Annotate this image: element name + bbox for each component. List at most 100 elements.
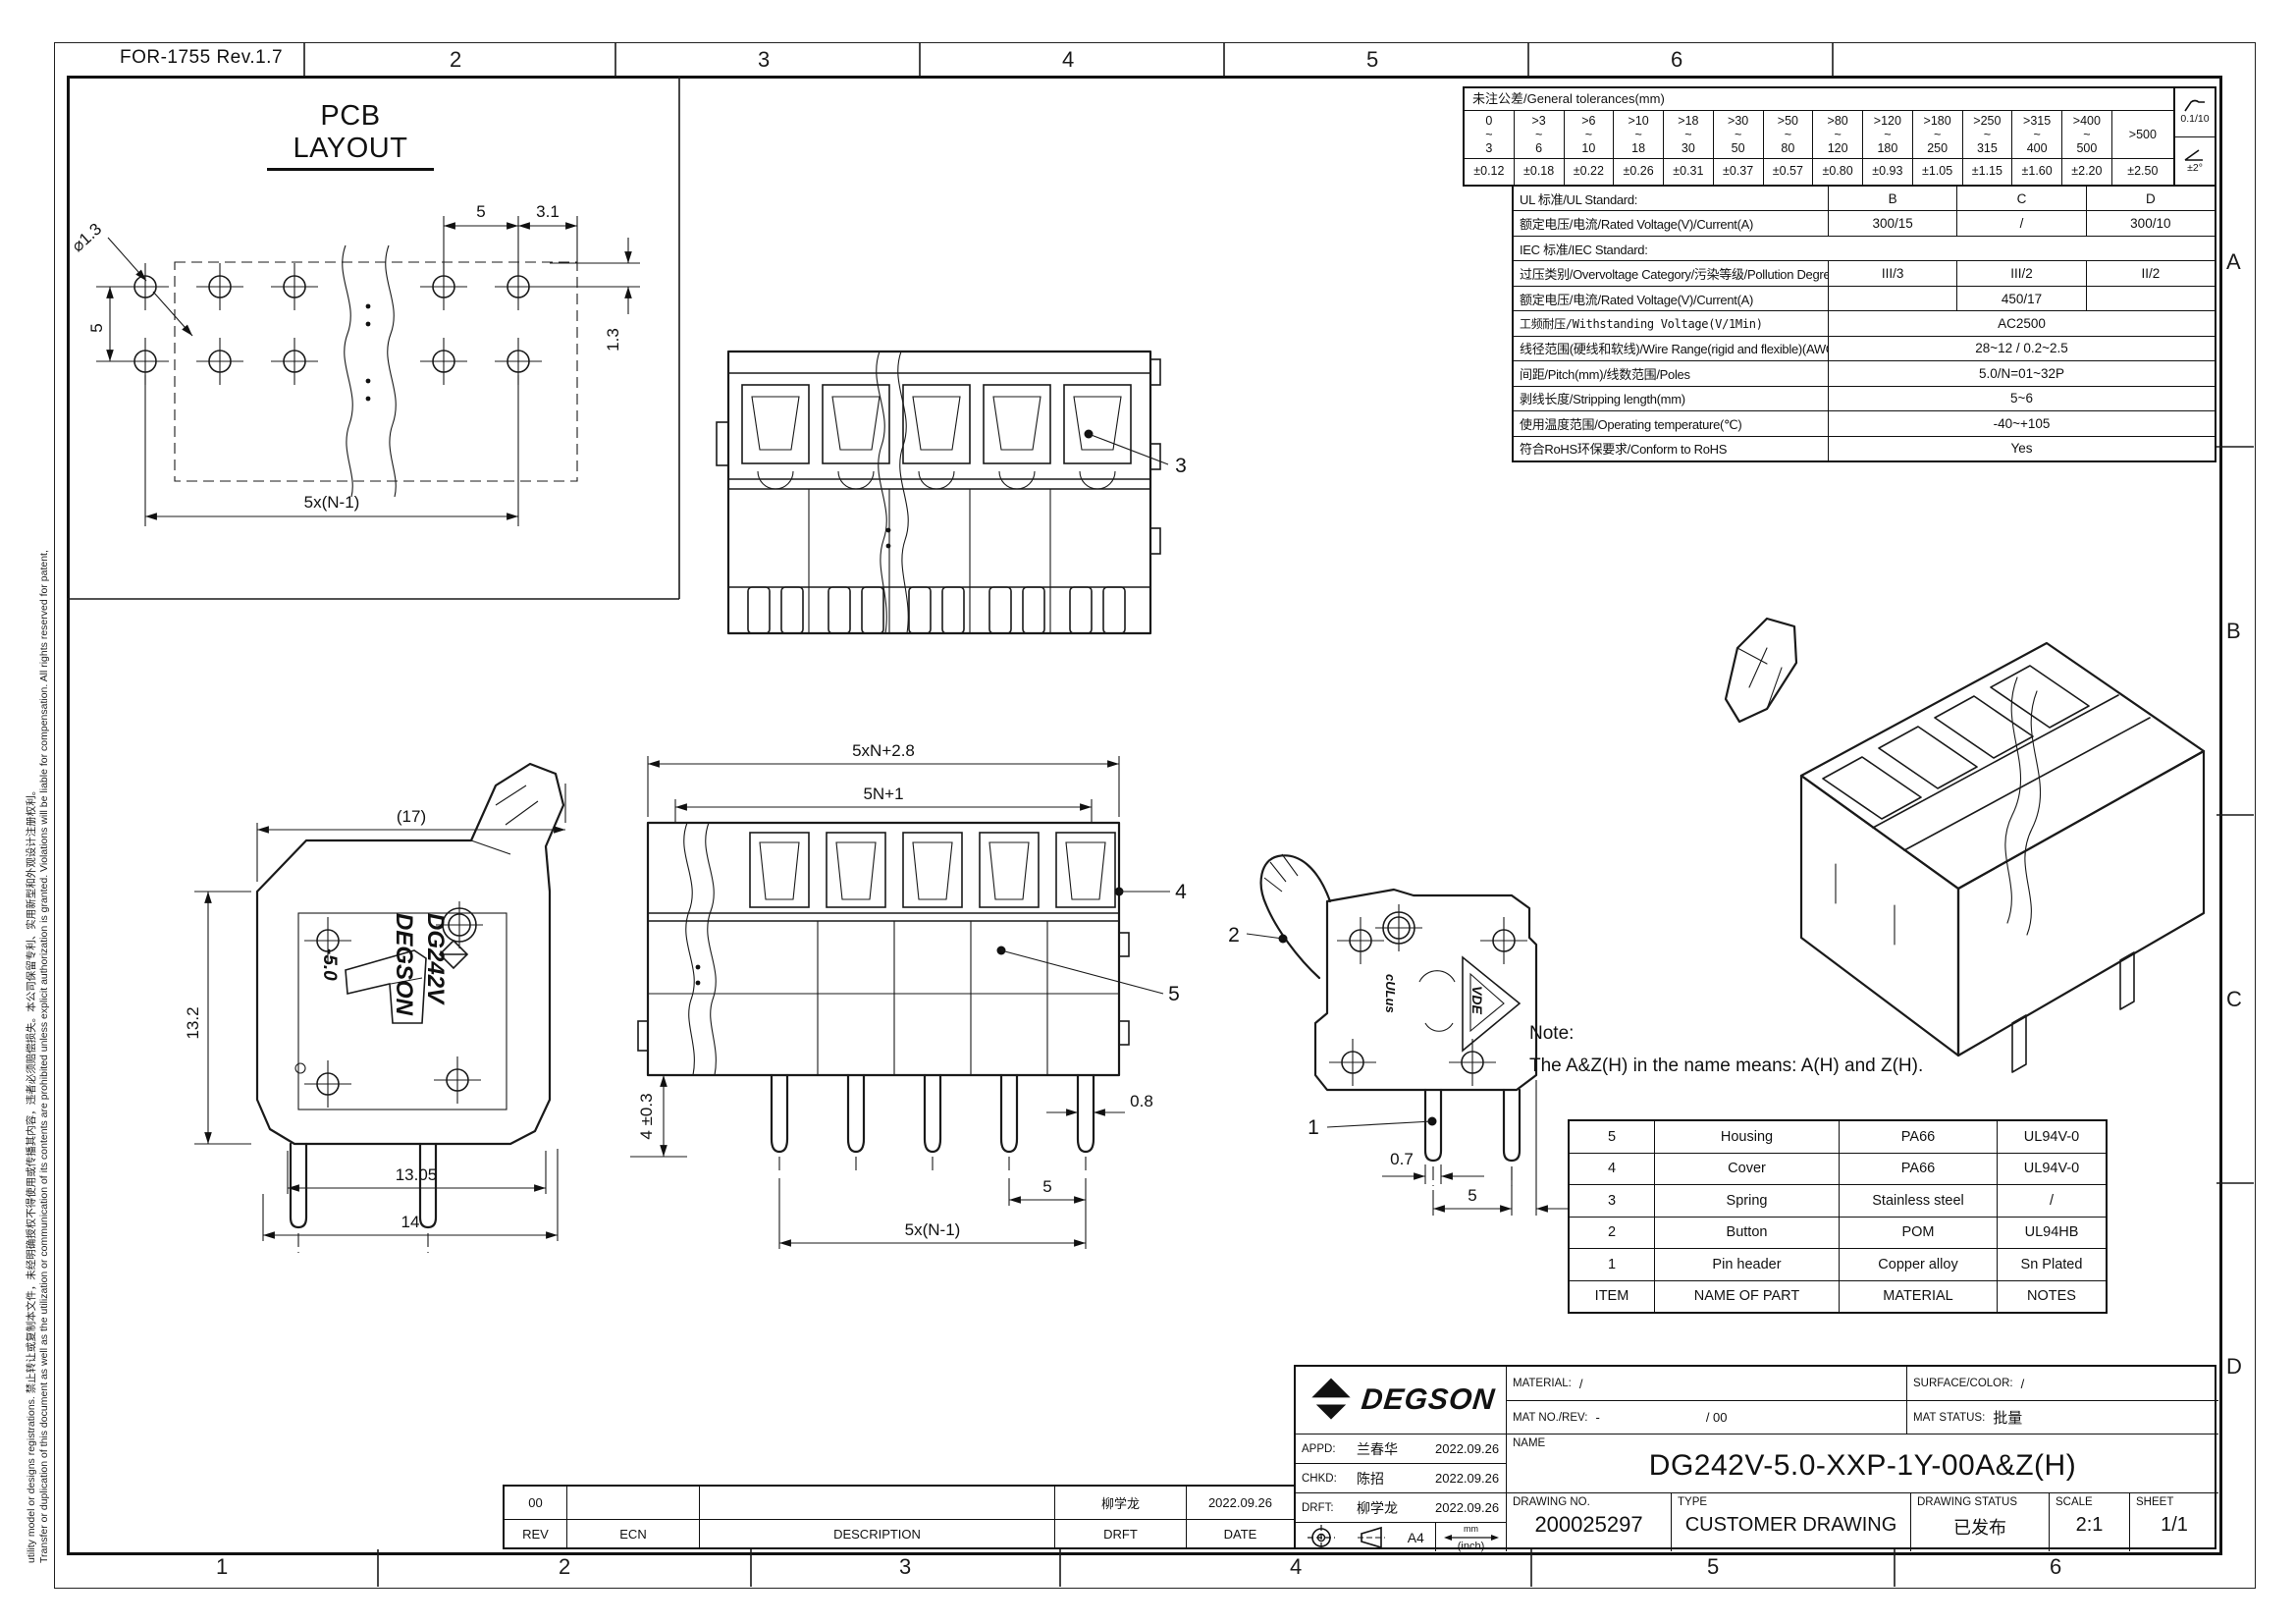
tol-range: >400: [2072, 114, 2101, 128]
scale-value: 2:1: [2075, 1514, 2104, 1536]
appd-name: 兰春华: [1357, 1440, 1398, 1457]
spec-value: /: [1956, 211, 2085, 236]
parts-header-row: ITEM NAME OF PART MATERIAL NOTES: [1570, 1279, 2106, 1312]
units-cell: mm (inch): [1435, 1522, 1506, 1551]
tol-range: 6: [1535, 141, 1543, 155]
spec-value: [1828, 286, 1956, 311]
tolerance-ranges: 0~3 >3~6 >6~10 >10~18 >18~30 >30~50 >50~…: [1465, 111, 2173, 158]
cone-symbol-icon: [1358, 1526, 1386, 1548]
drft-label: DRFT: [1054, 1519, 1186, 1548]
sheet-cell: SHEET 1/1: [2129, 1492, 2218, 1551]
paper-size: A4: [1407, 1529, 1424, 1545]
material-value: /: [1578, 1376, 1583, 1391]
zone-top-2: 2: [450, 47, 462, 72]
tol-range: 18: [1631, 141, 1646, 155]
tol-range: 30: [1681, 141, 1695, 155]
flatness-value: 0.1/10: [2180, 113, 2210, 126]
zone-top-3: 3: [758, 47, 771, 72]
tol-value: ±0.12: [1465, 159, 1515, 185]
chkd-name: 陈招: [1357, 1470, 1384, 1487]
tol-value: ±0.22: [1565, 159, 1615, 185]
dim-pin-width: 0.8: [1130, 1092, 1153, 1110]
status-value: 已发布: [1953, 1518, 2006, 1538]
unit-mm: mm: [1464, 1523, 1478, 1534]
tol-sep: ~: [1884, 128, 1892, 141]
spec-row-pitch-poles: 间距/Pitch(mm)/线数范围/Poles 5.0/N=01~32P: [1514, 360, 2215, 386]
dim-total-width: 5xN+2.8: [852, 741, 915, 760]
sheet-value: 1/1: [2161, 1514, 2188, 1536]
dim-pitch: 5: [1042, 1177, 1051, 1196]
drawing-no-cell: DRAWING NO. 200025297: [1506, 1492, 1671, 1551]
mat-rev-value: / 00: [1705, 1410, 1728, 1425]
zone-right-a: A: [2226, 249, 2241, 274]
form-number: FOR-1755 Rev.1.7: [119, 47, 284, 68]
ecn-label: ECN: [566, 1519, 699, 1548]
tol-value: ±2.50: [2127, 164, 2159, 178]
spec-value: AC2500: [1828, 311, 2215, 336]
pcb-dim-span: 5x(N-1): [304, 493, 360, 512]
tol-sep: ~: [1534, 128, 1543, 141]
outer-frame: [54, 42, 2256, 1589]
spec-col-b: B: [1828, 187, 1956, 211]
spec-value: -40~+105: [1828, 411, 2215, 436]
spec-row-temperature: 使用温度范围/Operating temperature(℃) -40~+105: [1514, 410, 2215, 436]
tol-value: ±0.26: [1614, 159, 1664, 185]
tol-range: >18: [1678, 114, 1699, 128]
isometric-view-drawing: [1724, 617, 2206, 1073]
zone-top-6: 6: [1671, 47, 1683, 72]
tol-range: 250: [1927, 141, 1949, 155]
tol-value: ±0.18: [1515, 159, 1565, 185]
tol-range: 500: [2076, 141, 2098, 155]
dim-pin-width-side: 0.7: [1390, 1150, 1414, 1168]
zone-right-c: C: [2226, 987, 2242, 1011]
dim-pin-length: 4 ±0.3: [637, 1093, 656, 1139]
mat-status-cell: MAT STATUS: 批量: [1906, 1400, 2218, 1434]
marking-brand: DEGSON: [391, 913, 417, 1016]
spec-value: III/3: [1828, 261, 1956, 286]
tol-range: 120: [1827, 141, 1848, 155]
brand-name: DEGSON: [1360, 1383, 1497, 1416]
tol-range: >50: [1777, 114, 1798, 128]
type-cell: TYPE CUSTOMER DRAWING: [1671, 1492, 1910, 1551]
tol-range: >6: [1581, 114, 1596, 128]
tol-sep: ~: [1634, 128, 1642, 141]
tol-value: ±0.80: [1813, 159, 1863, 185]
tol-sep: ~: [1584, 128, 1593, 141]
units-arrow-icon: [1443, 1534, 1499, 1541]
zone-bottom-4: 4: [1290, 1554, 1303, 1579]
description-label: DESCRIPTION: [699, 1519, 1054, 1548]
chkd-date: 2022.09.26: [1435, 1471, 1500, 1486]
tol-range: 315: [1976, 141, 1998, 155]
spec-row-ul-rating: 额定电压/电流/Rated Voltage(V)/Current(A) 300/…: [1514, 210, 2215, 236]
rev-value: 00: [528, 1495, 543, 1510]
tolerance-values: ±0.12 ±0.18 ±0.22 ±0.26 ±0.31 ±0.37 ±0.5…: [1465, 158, 2173, 185]
callout-cover: 4: [1175, 881, 1187, 903]
dim-pin-span-front: 5x(N-1): [905, 1220, 961, 1239]
type-value: CUSTOMER DRAWING: [1684, 1514, 1897, 1536]
tol-range: 400: [2026, 141, 2048, 155]
angle-value: ±2°: [2187, 161, 2203, 174]
mat-status-value: 批量: [1993, 1410, 2023, 1427]
tol-value: ±0.31: [1664, 159, 1714, 185]
spec-row-iec: IEC 标准/IEC Standard:: [1514, 235, 2215, 260]
tol-sep: ~: [1933, 128, 1942, 141]
angle-tolerance-box: 0.1/10 ±2°: [2175, 86, 2216, 187]
note-block: Note: The A&Z(H) in the name means: A(H)…: [1529, 1017, 1923, 1082]
parts-row-cover: 4 Cover PA66 UL94V-0: [1570, 1152, 2106, 1184]
surface-cell: SURFACE/COLOR: /: [1906, 1367, 2218, 1400]
zone-right-d: D: [2226, 1354, 2242, 1379]
spec-row-ul: UL 标准/UL Standard: B C D: [1514, 187, 2215, 211]
tol-range-last: >500: [2128, 128, 2157, 141]
scale-cell: SCALE 2:1: [2049, 1492, 2129, 1551]
parts-row-button: 2 Button POM UL94HB: [1570, 1216, 2106, 1248]
pcb-layout-box: [67, 76, 680, 600]
spec-value: II/2: [2085, 261, 2215, 286]
spec-row-rohs: 符合RoHS环保要求/Conform to RoHS Yes: [1514, 435, 2215, 460]
drft-date: 2022.09.26: [1435, 1500, 1500, 1515]
front-view-drawing: 5xN+2.8 5N+1 4 ±0.3 0.8 5 5x(N-1) 4: [630, 741, 1187, 1249]
zone-ticks: [303, 42, 2254, 1587]
spec-value: 5~6: [1828, 386, 2215, 411]
tol-range: >250: [1973, 114, 2002, 128]
tol-value: ±0.37: [1714, 159, 1764, 185]
pcb-dim-hole-dia: ⌀1.3: [68, 220, 105, 256]
